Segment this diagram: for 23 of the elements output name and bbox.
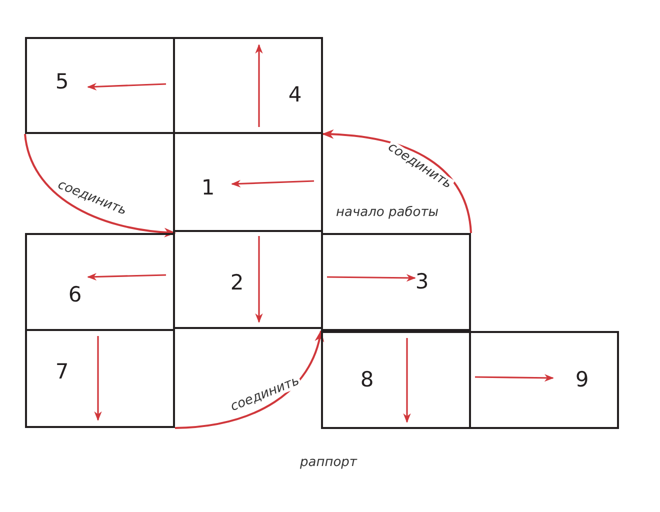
square-number: 8 xyxy=(360,370,374,390)
grid-square xyxy=(321,233,471,331)
square-number: 1 xyxy=(201,178,215,198)
grid-square xyxy=(173,230,323,329)
grid-square xyxy=(25,233,175,331)
square-number: 5 xyxy=(55,72,69,92)
grid-square xyxy=(25,329,175,428)
square-number: 2 xyxy=(230,272,244,294)
grid-square xyxy=(173,37,323,134)
grid-square xyxy=(173,132,323,232)
square-number: 4 xyxy=(288,84,302,106)
grid-square xyxy=(469,331,619,429)
square-number: 9 xyxy=(575,370,589,390)
grid-square xyxy=(25,37,175,134)
curved-arrow xyxy=(24,134,176,238)
curved-arrow xyxy=(322,130,472,234)
square-number: 3 xyxy=(415,272,429,292)
note-text: раппорт xyxy=(300,456,357,469)
square-number: 6 xyxy=(68,284,82,306)
curved-arrow xyxy=(174,330,324,429)
grid-square xyxy=(321,331,471,429)
note-text: начало работы xyxy=(336,206,439,219)
square-number: 7 xyxy=(55,362,69,382)
